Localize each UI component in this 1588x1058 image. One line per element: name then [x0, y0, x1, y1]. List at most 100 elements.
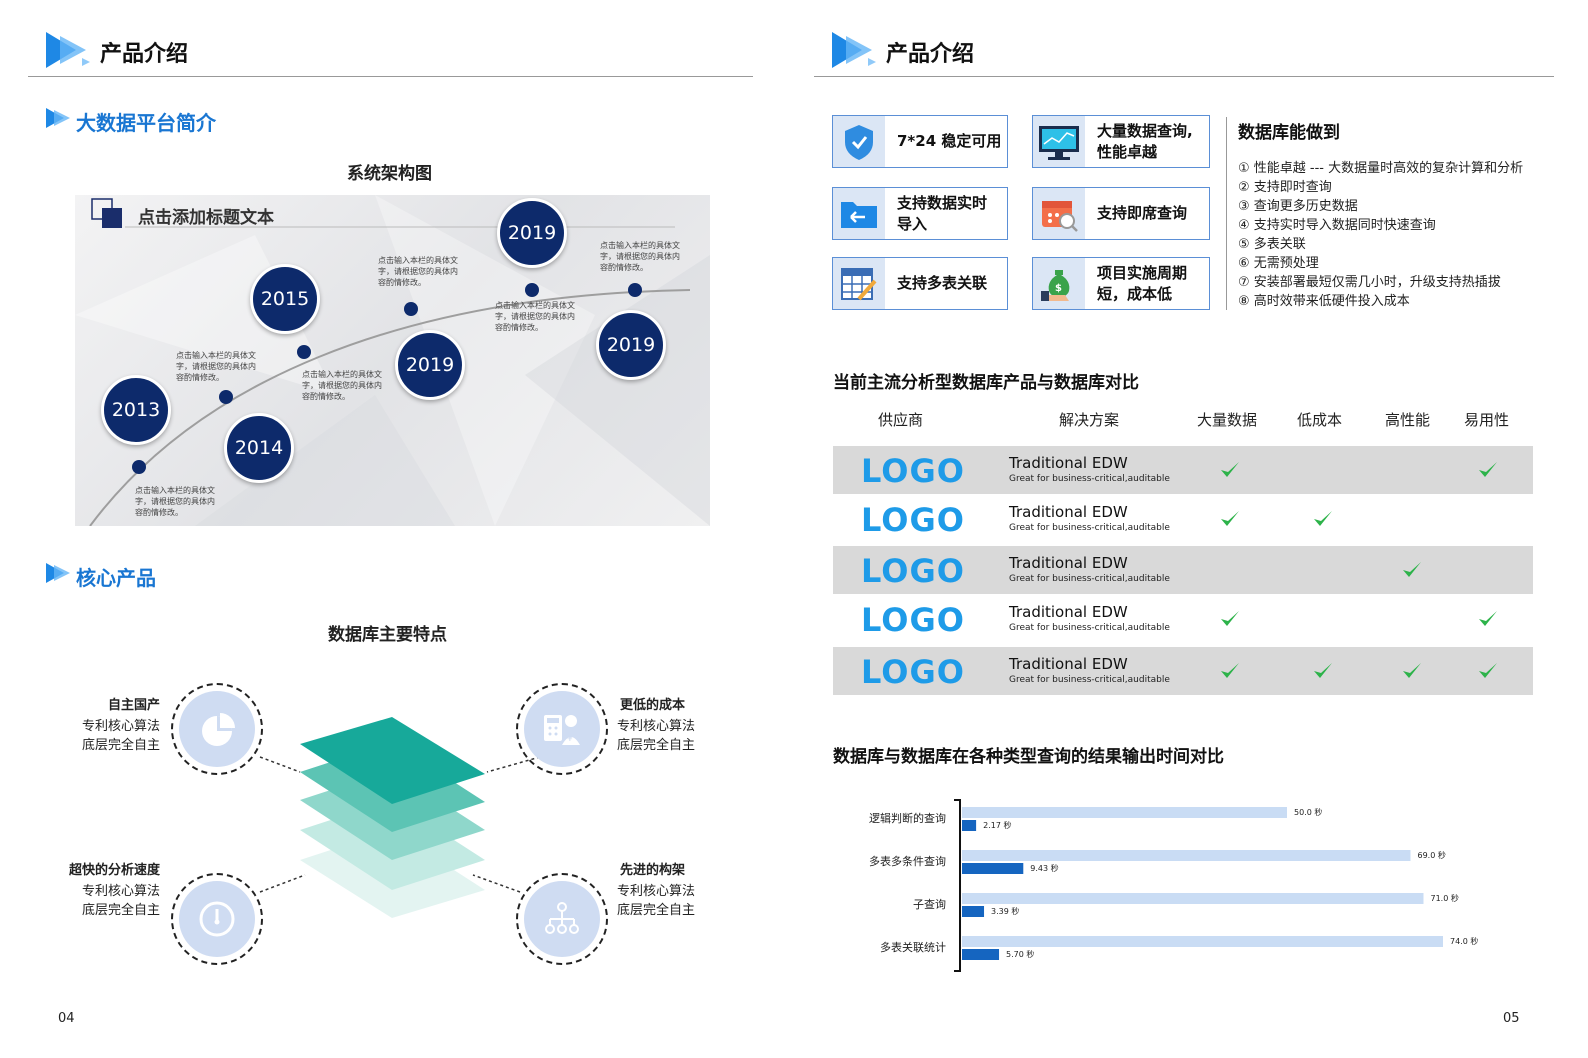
check-icon [1221, 663, 1239, 678]
capability-card: 支持数据实时 导入 [832, 187, 1008, 240]
speedometer-icon [179, 881, 255, 957]
timeline-dot [297, 345, 311, 359]
timeline-text: 点击输入本栏的具体文字，请根据您的具体内容酌情修改。 [378, 256, 458, 287]
check-icon [1221, 611, 1239, 626]
page-title: 产品介绍 [886, 42, 975, 67]
feature-desc: 专利核心算法 [617, 719, 696, 734]
solution-name: Traditional EDW [1009, 454, 1128, 472]
year-bubble: 2013 [101, 375, 171, 445]
card-label: 支持数据实时 导入 [897, 193, 988, 233]
feature-name: 更低的成本 [620, 698, 686, 713]
capability-card: $ 项目实施周期 短，成本低 [1032, 257, 1210, 310]
can-do-title: 数据库能做到 [1238, 123, 1340, 143]
card-label: 项目实施周期 短，成本低 [1097, 263, 1188, 303]
svg-text:$: $ [1055, 283, 1062, 294]
bar [962, 936, 1443, 947]
bar-value-label: 5.70 秒 [1006, 949, 1034, 959]
bar [962, 893, 1424, 904]
table-row: LOGO Traditional EDW Great for business-… [833, 446, 1533, 494]
bar-value-label: 69.0 秒 [1418, 850, 1446, 860]
org-chart-icon [524, 881, 600, 957]
check-icon [1479, 462, 1497, 477]
capability-card: 7*24 稳定可用 [832, 115, 1008, 168]
solution-name: Traditional EDW [1009, 603, 1128, 621]
solution-name: Traditional EDW [1009, 554, 1128, 572]
vendor-logo: LOGO [861, 552, 965, 590]
header-divider [28, 76, 753, 77]
page-title: 产品介绍 [100, 42, 189, 67]
play-arrow-logo-icon [46, 32, 90, 68]
feature-desc: 专利核心算法 [81, 884, 160, 899]
list-item: ⑥ 无需预处理 [1238, 256, 1319, 271]
solution-name: Traditional EDW [1009, 655, 1128, 673]
table-row: LOGO Traditional EDW Great for business-… [833, 546, 1533, 594]
vertical-divider [1226, 117, 1227, 310]
bar-value-label: 71.0 秒 [1431, 893, 1459, 903]
feature-name: 超快的分析速度 [68, 863, 160, 878]
year-bubble: 2019 [497, 198, 567, 268]
year-bubble: 2019 [596, 310, 666, 380]
card-label: 支持多表关联 [897, 274, 988, 292]
svg-text:¥: ¥ [567, 734, 573, 744]
solution-desc: Great for business-critical,auditable [1009, 623, 1170, 633]
vendor-logo: LOGO [861, 501, 965, 539]
list-item: ③ 查询更多历史数据 [1238, 199, 1358, 214]
chart-title: 数据库与数据库在各种类型查询的结果输出时间对比 [833, 747, 1224, 767]
category-label: 多表关联统计 [880, 940, 946, 954]
timeline-text: 点击输入本栏的具体文字，请根据您的具体内容酌情修改。 [135, 486, 215, 517]
folder-import-icon [833, 188, 885, 239]
solution-desc: Great for business-critical,auditable [1009, 523, 1170, 533]
table-header: 供应商 [878, 411, 924, 429]
feature-circle [516, 873, 608, 965]
timeline-header: 点击添加标题文本 [138, 208, 274, 228]
year-bubble: 2014 [224, 413, 294, 483]
check-icon [1479, 611, 1497, 626]
section-title-core: 核心产品 [76, 566, 156, 590]
features-title: 数据库主要特点 [328, 625, 447, 645]
pie-chart-icon [179, 691, 255, 767]
feature-circle: ¥ [516, 683, 608, 775]
bar-value-label: 74.0 秒 [1450, 936, 1478, 946]
solution-name: Traditional EDW [1009, 503, 1128, 521]
money-bag-icon: $ [1033, 258, 1085, 309]
table-row: LOGO Traditional EDW Great for business-… [833, 647, 1533, 695]
capability-card: 支持多表关联 [832, 257, 1008, 310]
page-number: 04 [58, 1011, 75, 1026]
feature-name: 先进的构架 [620, 863, 686, 878]
year-bubble: 2015 [250, 264, 320, 334]
capability-card: 支持即席查询 [1032, 187, 1210, 240]
list-item: ⑤ 多表关联 [1238, 237, 1306, 252]
feature-circle [171, 683, 263, 775]
feature-desc: 底层完全自主 [81, 903, 160, 918]
timeline-dot [132, 460, 146, 474]
bar [962, 807, 1287, 818]
section-title-intro: 大数据平台简介 [76, 111, 216, 135]
table-header: 易用性 [1464, 411, 1510, 429]
timeline-text: 点击输入本栏的具体文字，请根据您的具体内容酌情修改。 [495, 301, 575, 332]
vendor-logo: LOGO [861, 452, 965, 490]
category-label: 逻辑判断的查询 [869, 811, 946, 825]
stacked-layers-graphic [259, 717, 541, 918]
feature-desc: 专利核心算法 [81, 719, 160, 734]
bar [962, 949, 1000, 960]
feature-block: 先进的构架 专利核心算法 底层完全自主 [617, 859, 727, 920]
year-bubble: 2019 [395, 330, 465, 400]
timeline-dot [628, 283, 642, 297]
check-icon [1479, 663, 1497, 678]
bar-value-label: 3.39 秒 [991, 906, 1019, 916]
timeline-dot [404, 302, 418, 316]
timeline-dot [525, 283, 539, 297]
table-header: 解决方案 [1059, 411, 1120, 429]
table-edit-icon [833, 258, 885, 309]
timeline-text: 点击输入本栏的具体文字，请根据您的具体内容酌情修改。 [176, 351, 256, 382]
calculator-money-icon: ¥ [524, 691, 600, 767]
section-arrow-icon [46, 563, 70, 583]
solution-desc: Great for business-critical,auditable [1009, 675, 1170, 685]
timeline-dot [219, 390, 233, 404]
page-number: 05 [1503, 1011, 1520, 1026]
feature-desc: 底层完全自主 [617, 903, 696, 918]
category-label: 多表多条件查询 [869, 854, 946, 868]
feature-circle [171, 873, 263, 965]
list-item: ④ 支持实时导入数据同时快速查询 [1238, 218, 1436, 233]
